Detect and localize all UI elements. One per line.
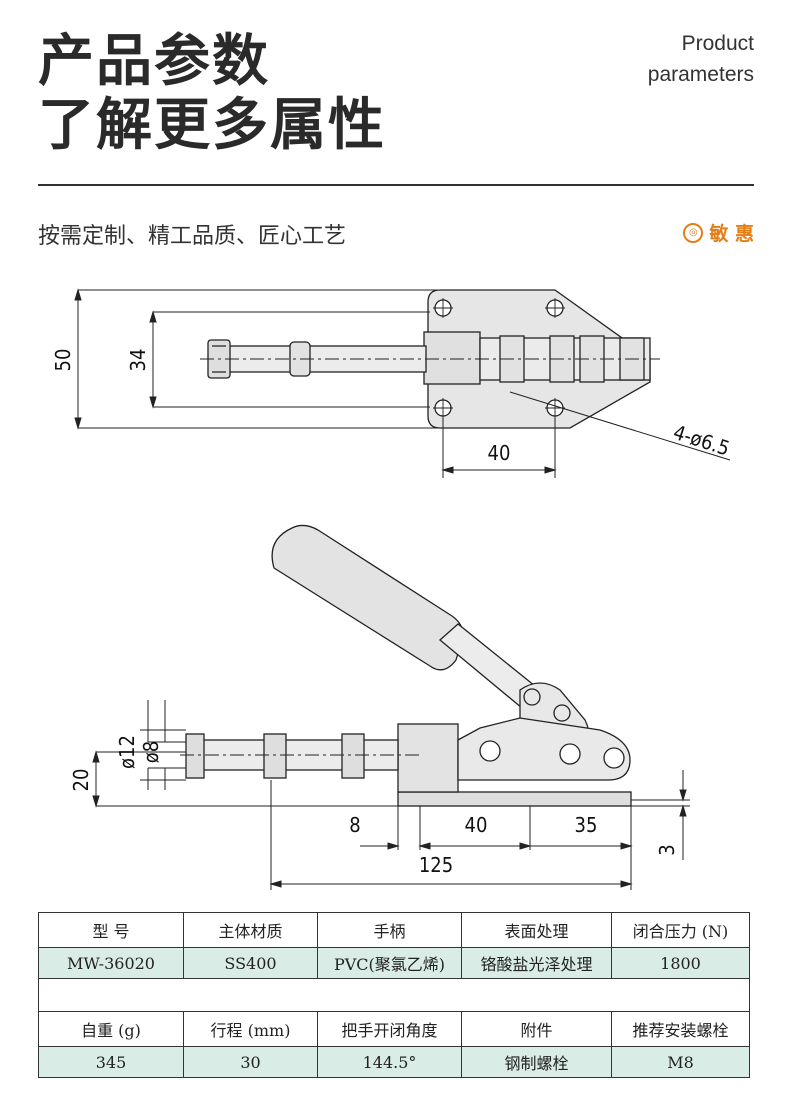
title-line-2: 了解更多属性: [38, 93, 386, 158]
page-title: 产品参数 了解更多属性: [38, 30, 386, 158]
clamp-body: [423, 331, 481, 385]
spec-value-model: MW-36020: [38, 947, 184, 979]
title-line-1: 产品参数: [38, 29, 270, 94]
dim-height-inner: 34: [126, 349, 150, 372]
spec-value-handle: PVC(聚氯乙烯): [317, 947, 462, 979]
subtitle-line-1: Product: [681, 32, 754, 55]
page-subtitle-en: Product parameters: [648, 28, 754, 90]
dim-d2: 40: [465, 813, 488, 837]
spec-header-surface: 表面处理: [461, 912, 612, 948]
spec-value-material: SS400: [183, 947, 318, 979]
spec-spacer-row: [38, 978, 750, 1012]
dim-d3: 35: [575, 813, 598, 837]
spec-header-model: 型 号: [38, 912, 184, 948]
spec-value-accessory: 钢制螺栓: [461, 1046, 612, 1078]
slogan: 按需定制、精工品质、匠心工艺: [38, 224, 347, 249]
spec-header-material: 主体材质: [183, 912, 318, 948]
subtitle-line-2: parameters: [647, 63, 754, 86]
spec-value-row-1: MW-36020 SS400 PVC(聚氯乙烯) 铬酸盐光泽处理 1800: [38, 947, 750, 979]
dim-hole-spacing: 40: [488, 441, 511, 465]
dim-overall: 125: [419, 853, 453, 877]
dim-thickness: 3: [655, 844, 679, 855]
spec-header-handle: 手柄: [317, 912, 462, 948]
spec-value-angle: 144.5°: [317, 1046, 462, 1078]
spec-header-row-2: 自重 (g) 行程 (mm) 把手开闭角度 附件 推荐安装螺栓: [38, 1011, 750, 1047]
spec-value-weight: 345: [38, 1046, 184, 1078]
dim-dia-inner: ø8: [139, 741, 163, 763]
dim-d1: 8: [349, 813, 360, 837]
spec-value-surface: 铬酸盐光泽处理: [461, 947, 612, 979]
brand-name: 敏 惠: [709, 223, 754, 245]
side-view-dimensions: [92, 700, 690, 890]
spec-header-angle: 把手开闭角度: [317, 1011, 462, 1047]
top-view: [200, 289, 660, 429]
side-nut-2: [341, 733, 365, 779]
spec-table: 型 号 主体材质 手柄 表面处理 闭合压力 (N) MW-36020 SS400…: [38, 912, 750, 1078]
top-view-dimensions: [74, 288, 731, 478]
spec-value-stroke: 30: [183, 1046, 318, 1078]
spec-header-force: 闭合压力 (N): [611, 912, 750, 948]
dim-dia-outer: ø12: [115, 735, 139, 769]
spec-header-row-1: 型 号 主体材质 手柄 表面处理 闭合压力 (N): [38, 912, 750, 948]
spec-header-bolt: 推荐安装螺栓: [611, 1011, 750, 1047]
side-view: [180, 524, 632, 807]
mounting-holes: [433, 298, 565, 418]
handle-grip: [271, 524, 464, 671]
spec-header-accessory: 附件: [461, 1011, 612, 1047]
side-linkage: [457, 717, 631, 781]
side-nut-1: [263, 733, 287, 779]
header-divider: [38, 184, 754, 186]
brand-logo: ◎ 敏 惠: [683, 219, 754, 246]
side-base: [397, 791, 632, 807]
dim-holes: 4-ø6.5: [670, 420, 732, 461]
dim-side-height: 20: [69, 769, 93, 792]
spec-header-weight: 自重 (g): [38, 1011, 184, 1047]
technical-drawing: 50 34 40 4-ø6.5 20 ø12 ø8 8 40 35: [51, 288, 733, 890]
dim-height-total: 50: [51, 349, 75, 372]
spec-header-stroke: 行程 (mm): [183, 1011, 318, 1047]
spec-value-row-2: 345 30 144.5° 钢制螺栓 M8: [38, 1046, 750, 1078]
side-bolt-head: [185, 733, 205, 779]
side-body: [397, 723, 459, 793]
spec-value-bolt: M8: [611, 1046, 750, 1078]
brand-icon: ◎: [683, 222, 704, 243]
spec-value-force: 1800: [611, 947, 750, 979]
